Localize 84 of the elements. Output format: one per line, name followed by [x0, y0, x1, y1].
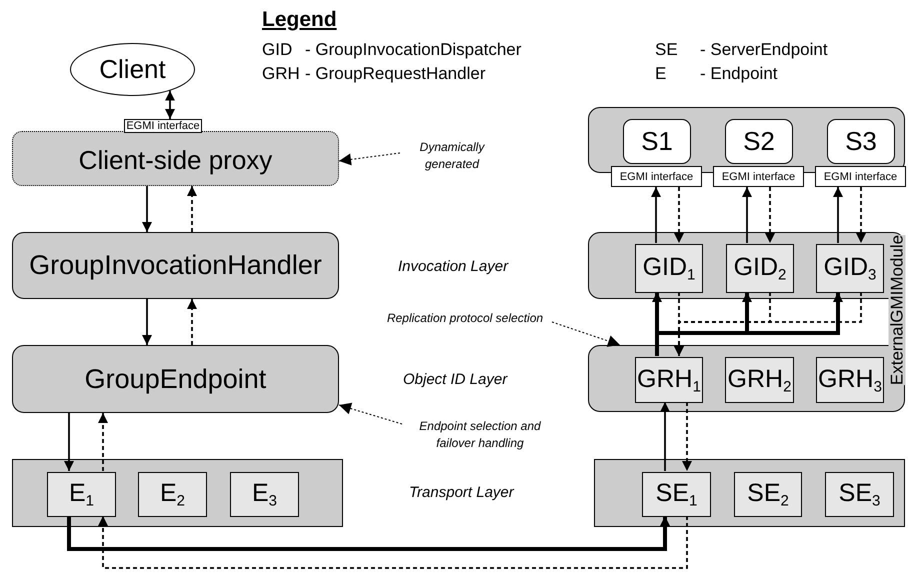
legend-text: E: [655, 64, 666, 84]
layer-band: [594, 459, 905, 527]
legend-text: - GroupInvocationDispatcher: [305, 40, 522, 60]
interface-label: EGMI interface: [126, 120, 200, 132]
arrow: [833, 187, 843, 243]
component-label: GRH$_{1}$: [637, 364, 701, 396]
arrow: [187, 299, 197, 345]
component-box: [635, 357, 703, 403]
component-label: GRH$_{2}$: [728, 364, 792, 396]
module-label: ExternalGMIModule: [888, 234, 906, 386]
legend-text: - Endpoint: [700, 64, 778, 84]
component-label: GID$_{3}$: [824, 253, 876, 284]
component-label: SE$_{3}$: [838, 479, 880, 510]
interface-label: EGMI interface: [824, 170, 898, 182]
annotation-label: Replication protocol selection: [386, 310, 544, 326]
component-label: S1: [641, 126, 673, 157]
leader-arrow: [338, 152, 400, 166]
component-box: [642, 472, 711, 517]
component-label: E$_{2}$: [160, 479, 186, 510]
component-box: [635, 244, 703, 293]
component-box: [138, 472, 207, 517]
component-box: [734, 472, 802, 517]
component-label: GID$_{2}$: [734, 253, 786, 284]
component-label: S3: [845, 126, 877, 157]
arrow: [742, 187, 752, 243]
interface-tab: [713, 166, 804, 187]
component-label: Client-side proxy: [78, 145, 272, 176]
layer-label: Invocation Layer: [398, 258, 508, 275]
component-label: GRH$_{3}$: [818, 364, 882, 396]
component-label: SE$_{2}$: [747, 479, 789, 510]
arrow: [674, 187, 684, 243]
legend-text: GRH: [262, 64, 300, 84]
arrow: [64, 413, 74, 471]
legend-text: - ServerEndpoint: [700, 40, 828, 60]
server-box: [725, 119, 793, 164]
component-label: GID$_{1}$: [642, 253, 696, 284]
interface-tab: [611, 166, 702, 187]
legend-heading: Legend: [262, 8, 337, 32]
arrow: [674, 292, 862, 356]
component-label: Client: [99, 54, 166, 85]
interface-label: EGMI interface: [620, 170, 694, 182]
component-box: [825, 472, 894, 517]
component-box: [47, 472, 116, 517]
component-label: GroupEndpoint: [84, 364, 266, 394]
legend-text: SE: [655, 40, 678, 60]
component-label: GroupInvocationHandler: [29, 250, 322, 281]
arrow: [142, 186, 152, 232]
component-box: [816, 357, 884, 403]
component-box: [12, 345, 339, 413]
arrow: [660, 402, 670, 471]
layer-band: [12, 459, 343, 527]
server-box: [623, 119, 691, 164]
server-box: [827, 119, 895, 164]
arrow: [651, 187, 661, 243]
leader-arrow: [338, 402, 402, 424]
component-label: E$_{1}$: [68, 479, 94, 510]
arrow: [67, 516, 670, 551]
legend-text: GID: [262, 40, 292, 60]
proxy-box: [12, 131, 339, 186]
component-box: [12, 232, 339, 299]
interface-label: EGMI interface: [722, 170, 796, 182]
annotation-label: Dynamically generated: [418, 139, 486, 173]
arrow: [856, 187, 866, 243]
arrow: [98, 413, 108, 471]
leader-arrow: [552, 322, 620, 347]
annotation-label: Endpoint selection and failover handling: [418, 418, 542, 452]
component-label: SE$_{1}$: [656, 479, 698, 510]
arrow: [682, 402, 692, 471]
layer-label: Transport Layer: [409, 484, 514, 501]
layer-label: Object ID Layer: [403, 371, 508, 388]
component-box: [726, 244, 794, 293]
arrow: [165, 90, 175, 119]
component-label: S2: [743, 126, 775, 157]
arrow: [142, 299, 152, 345]
interface-tab: [815, 166, 906, 187]
arrow: [98, 516, 688, 569]
component-box: [816, 244, 884, 293]
legend-text: - GroupRequestHandler: [305, 64, 486, 84]
arrow: [765, 187, 775, 243]
layer-band: [588, 107, 905, 173]
component-box: [725, 357, 794, 403]
arrow: [187, 186, 197, 232]
component-label: E$_{3}$: [252, 479, 278, 510]
component-box: [230, 472, 299, 517]
